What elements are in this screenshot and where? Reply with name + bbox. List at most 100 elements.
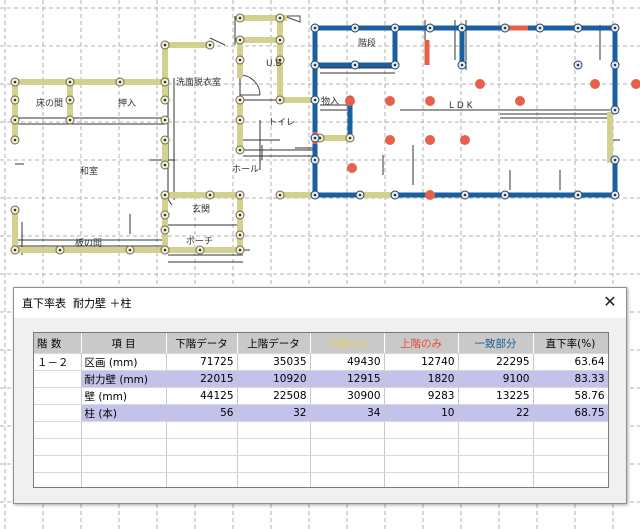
- cell-empty: [81, 421, 167, 439]
- room-labels: 床の間 押入 和室 板の間 洗面脱衣室 U.B トイレ ホール 玄関 ポーチ 物…: [36, 37, 474, 249]
- table-header-row: 階 数 項 目 下階データ 上階データ 下階のみ 上階のみ 一致部分 直下率(%…: [34, 333, 608, 354]
- column-node-center: [68, 118, 72, 122]
- column-node-center: [163, 118, 167, 122]
- column-nodes: [10, 13, 620, 255]
- header-item: 項 目: [81, 333, 167, 354]
- header-ratio: 直下率(%): [533, 333, 608, 354]
- cell-lower: 56: [166, 404, 238, 422]
- column-node-center: [238, 213, 242, 217]
- column-node-center: [68, 98, 72, 102]
- column-node-center: [613, 108, 617, 112]
- cell-upper: 32: [237, 404, 311, 422]
- column-node-center: [198, 248, 202, 252]
- cell-ratio: 58.76: [533, 387, 608, 405]
- column-node-center: [118, 80, 122, 84]
- cell-empty: [166, 455, 238, 473]
- column-dot: [347, 163, 357, 173]
- column-node-center: [313, 158, 317, 162]
- column-node-center: [238, 193, 242, 197]
- column-node-center: [238, 38, 242, 42]
- column-node-center: [163, 80, 167, 84]
- column-node-center: [13, 118, 17, 122]
- room-label-mono: 物入: [321, 95, 339, 107]
- upper-floor-walls: [312, 25, 618, 198]
- cell-level: [34, 370, 82, 388]
- header-lower: 下階データ: [166, 333, 238, 354]
- column-dot: [385, 96, 395, 106]
- cell-empty: [34, 438, 82, 456]
- column-dot: [345, 96, 355, 106]
- column-node-center: [163, 163, 167, 167]
- cell-lower-only: 12915: [310, 370, 385, 388]
- cell-empty: [237, 438, 311, 456]
- cell-empty: [384, 438, 459, 456]
- column-node-center: [353, 63, 357, 67]
- column-node-center: [393, 26, 397, 30]
- cell-upper: 22508: [237, 387, 311, 405]
- cell-empty: [533, 438, 608, 456]
- cell-empty: [310, 472, 385, 487]
- cell-level: [34, 387, 82, 405]
- cell-empty: [34, 472, 82, 487]
- room-label-oshiire: 押入: [118, 97, 136, 109]
- cell-empty: [458, 455, 534, 473]
- room-label-genkan: 玄関: [192, 203, 210, 215]
- cell-empty: [533, 472, 608, 487]
- column-dot: [590, 79, 600, 89]
- room-label-senmen: 洗面脱衣室: [176, 76, 221, 88]
- cell-empty: [166, 472, 238, 487]
- close-icon[interactable]: ✕: [603, 292, 617, 311]
- dialog-title: 直下率表 耐力壁 ＋柱: [22, 297, 132, 310]
- column-node-center: [13, 98, 17, 102]
- column-node-center: [503, 26, 507, 30]
- column-node-center: [278, 98, 282, 102]
- table-row-empty: [34, 421, 608, 439]
- cell-lower: 71725: [166, 353, 238, 371]
- column-node-center: [128, 248, 132, 252]
- column-node-center: [613, 26, 617, 30]
- column-node-center: [576, 63, 580, 67]
- column-node-center: [576, 26, 580, 30]
- column-node-center: [460, 63, 464, 67]
- cell-lower: 44125: [166, 387, 238, 405]
- cell-upper-only: 10: [384, 404, 459, 422]
- cell-empty: [34, 421, 82, 439]
- cell-empty: [310, 421, 385, 439]
- cell-empty: [384, 455, 459, 473]
- column-dot: [385, 135, 395, 145]
- door-swings: [209, 15, 301, 96]
- cell-upper: 35035: [237, 353, 311, 371]
- column-node-center: [278, 193, 282, 197]
- column-dot: [425, 135, 435, 145]
- dialog-titlebar[interactable]: 直下率表 耐力壁 ＋柱 ✕: [14, 288, 626, 318]
- cell-upper-only: 12740: [384, 353, 459, 371]
- room-label-porch: ポーチ: [186, 236, 213, 247]
- cell-empty: [166, 421, 238, 439]
- column-node-center: [68, 80, 72, 84]
- cell-ratio: 68.75: [533, 404, 608, 422]
- column-dot: [475, 79, 485, 89]
- column-node-center: [428, 26, 432, 30]
- column-node-center: [238, 16, 242, 20]
- header-level: 階 数: [34, 333, 82, 354]
- cell-item: 耐力壁 (mm): [81, 370, 167, 388]
- cell-match: 22295: [458, 353, 534, 371]
- cell-empty: [237, 455, 311, 473]
- column-node-center: [613, 63, 617, 67]
- direct-ratio-dialog[interactable]: 直下率表 耐力壁 ＋柱 ✕ 階 数 項 目 下階データ 上階データ 下階のみ 上…: [13, 287, 627, 504]
- header-lower-only: 下階のみ: [310, 333, 385, 354]
- cell-empty: [81, 455, 167, 473]
- column-node-center: [238, 98, 242, 102]
- column-node-center: [163, 98, 167, 102]
- column-dot: [631, 79, 640, 89]
- column-node-center: [463, 193, 467, 197]
- column-node-center: [238, 233, 242, 237]
- column-node-center: [613, 158, 617, 162]
- column-node-center: [238, 148, 242, 152]
- column-node-center: [613, 193, 617, 197]
